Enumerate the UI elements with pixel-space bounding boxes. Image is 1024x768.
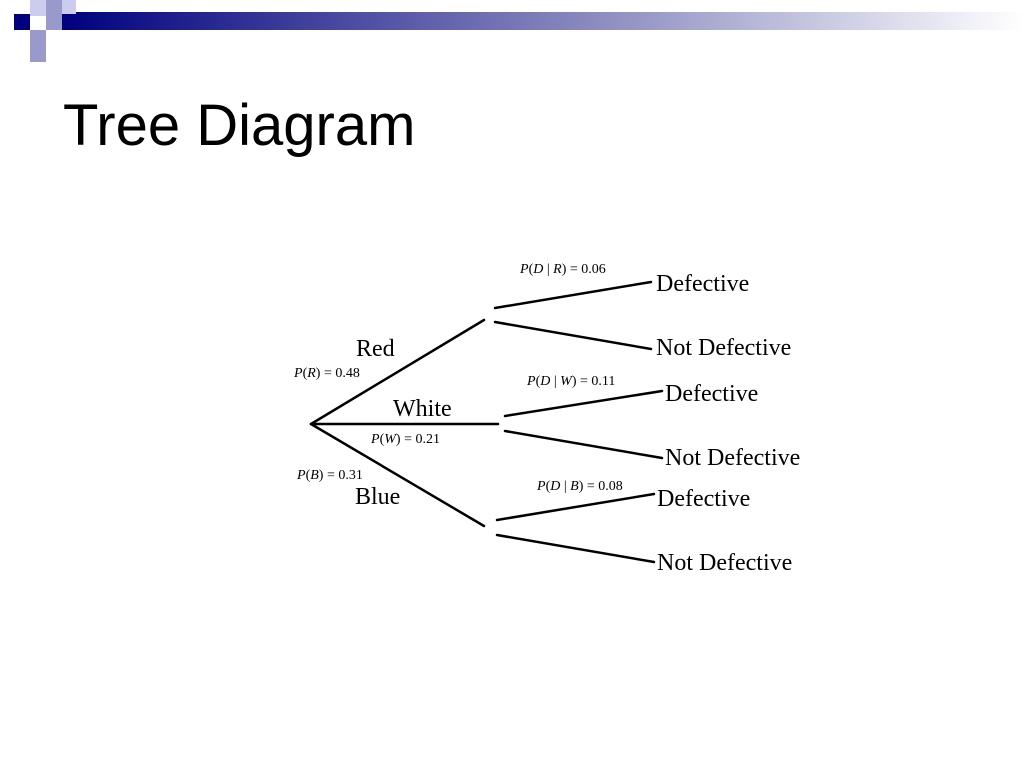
branch-blue-not-defective [495, 533, 656, 564]
branch-label-blue: Blue [355, 484, 400, 510]
cond-var-red: R [552, 262, 562, 277]
prob-label-white: P(W) = 0.21 [370, 432, 440, 447]
deco-square [46, 0, 62, 14]
outcome-white-defective: Defective [665, 381, 758, 407]
prob-var-white: W [384, 432, 397, 447]
prob-label-blue: P(B) = 0.31 [296, 468, 363, 483]
branch-label-white: White [393, 396, 452, 422]
outcome-red-not-defective: Not Defective [656, 335, 791, 361]
cond-value-blue: 0.08 [598, 479, 623, 494]
header-squares-decoration [0, 0, 80, 64]
outcome-white-not-defective: Not Defective [665, 445, 800, 471]
page-title: Tree Diagram [63, 93, 416, 158]
branch-red-defective [493, 280, 653, 310]
deco-square [46, 14, 62, 30]
branch-red [309, 318, 486, 426]
header-gradient-bar [60, 12, 1024, 30]
deco-square [62, 0, 76, 14]
cond-value-white: 0.11 [591, 374, 615, 389]
cond-prob-label-blue: P(D | B) = 0.08 [536, 479, 623, 494]
outcome-blue-not-defective: Not Defective [657, 550, 792, 576]
cond-value-red: 0.06 [581, 262, 606, 277]
outcome-red-defective: Defective [656, 271, 749, 297]
deco-square [30, 46, 46, 62]
cond-prob-label-white: P(D | W) = 0.11 [526, 374, 615, 389]
branch-white-defective [503, 389, 664, 418]
branch-red-not-defective [493, 320, 653, 351]
branch-blue-defective [495, 492, 656, 522]
deco-square [14, 14, 30, 30]
prob-var-blue: B [310, 468, 319, 483]
outcome-blue-defective: Defective [657, 486, 750, 512]
branch-label-red: Red [356, 336, 395, 362]
branch-blue [309, 422, 486, 528]
prob-value-red: 0.48 [335, 366, 360, 381]
deco-square [30, 0, 46, 16]
cond-var-blue: B [570, 479, 579, 494]
prob-value-blue: 0.31 [338, 468, 363, 483]
prob-var-red: R [306, 366, 316, 381]
cond-prob-label-red: P(D | R) = 0.06 [519, 262, 606, 277]
branch-white-not-defective [503, 429, 664, 460]
prob-value-white: 0.21 [415, 432, 440, 447]
deco-square [30, 30, 46, 46]
cond-var-white: W [560, 374, 573, 389]
prob-label-red: P(R) = 0.48 [293, 366, 360, 381]
